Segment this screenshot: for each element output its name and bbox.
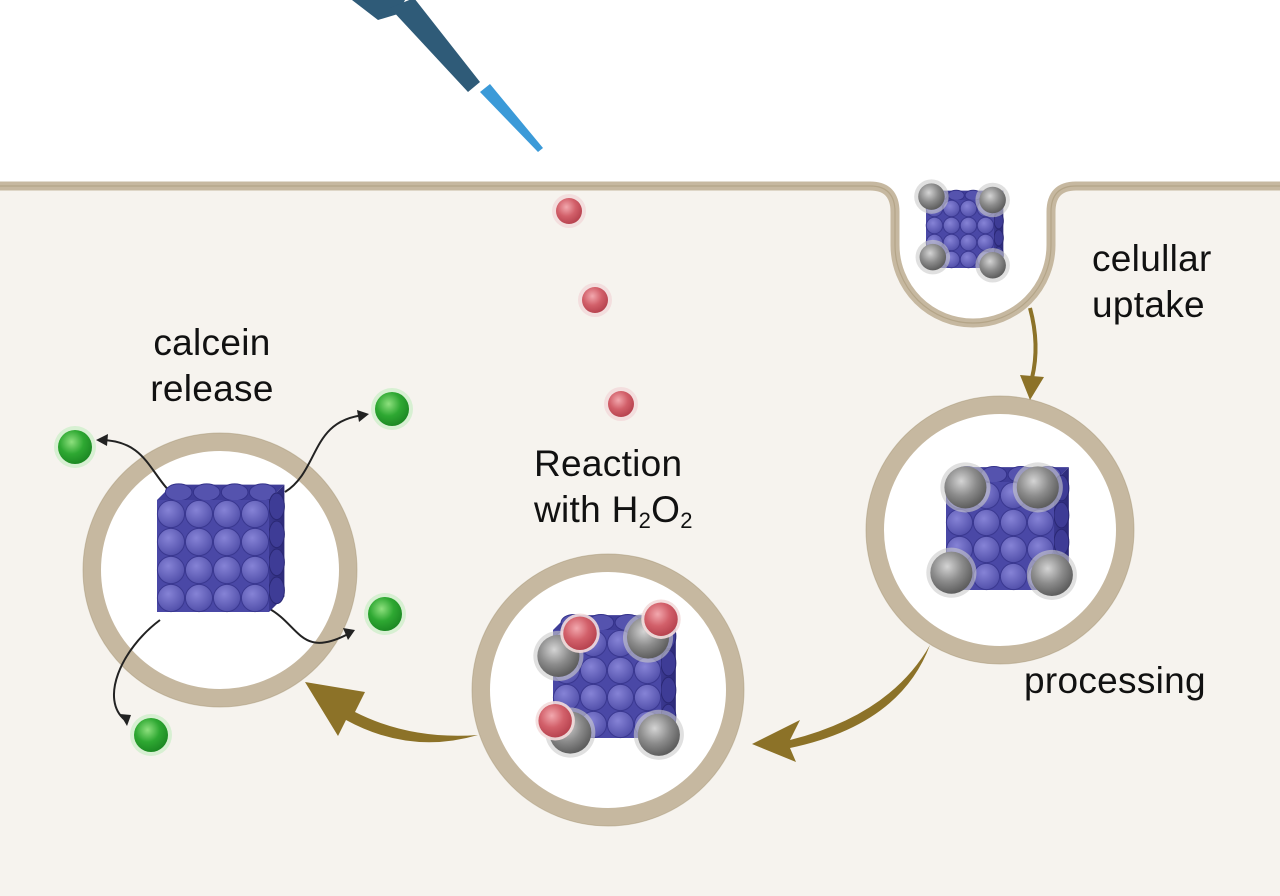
cytoplasm: [0, 186, 1280, 896]
label-processing: processing: [1024, 658, 1206, 704]
arrow-reaction-to-release: [305, 682, 478, 743]
label-reaction-mid: O: [651, 489, 681, 530]
nanocube-icon: [914, 179, 1010, 283]
diffusion-arrowheads: [96, 410, 369, 726]
label-processing-text: processing: [1024, 660, 1206, 701]
label-release-line1: calcein: [153, 322, 271, 363]
label-reaction-sub2: 2: [680, 508, 693, 533]
h2o2-molecule-icon: [578, 283, 612, 317]
calcein-molecule-icon: [54, 426, 96, 468]
nanocube-icon: [156, 483, 285, 613]
label-uptake-line2: uptake: [1092, 284, 1205, 325]
h2o2-molecule-icon: [552, 194, 586, 228]
label-release-line2: release: [150, 368, 274, 409]
label-reaction-sub1: 2: [638, 508, 652, 533]
label-reaction-line1: Reaction: [534, 443, 683, 484]
label-calcein-release: calcein release: [142, 320, 282, 412]
calcein-molecule-icon: [364, 593, 406, 635]
nanocube-icon: [533, 599, 684, 760]
label-reaction-prefix: with H: [534, 489, 639, 530]
label-uptake-line1: celullar: [1092, 238, 1212, 279]
pipette-icon: [352, 0, 543, 152]
label-reaction-line2: with H2O2: [534, 487, 693, 533]
label-cellular-uptake: celullar uptake: [1092, 236, 1212, 328]
calcein-molecule-icon: [371, 388, 413, 430]
calcein-molecule-icon: [130, 714, 172, 756]
arrow-uptake-to-processing: [1020, 307, 1044, 400]
arrow-processing-to-reaction: [752, 645, 930, 762]
nanocube-icon: [926, 462, 1077, 600]
h2o2-molecule-icon: [604, 387, 638, 421]
label-reaction: Reaction with H2O2: [534, 441, 693, 533]
